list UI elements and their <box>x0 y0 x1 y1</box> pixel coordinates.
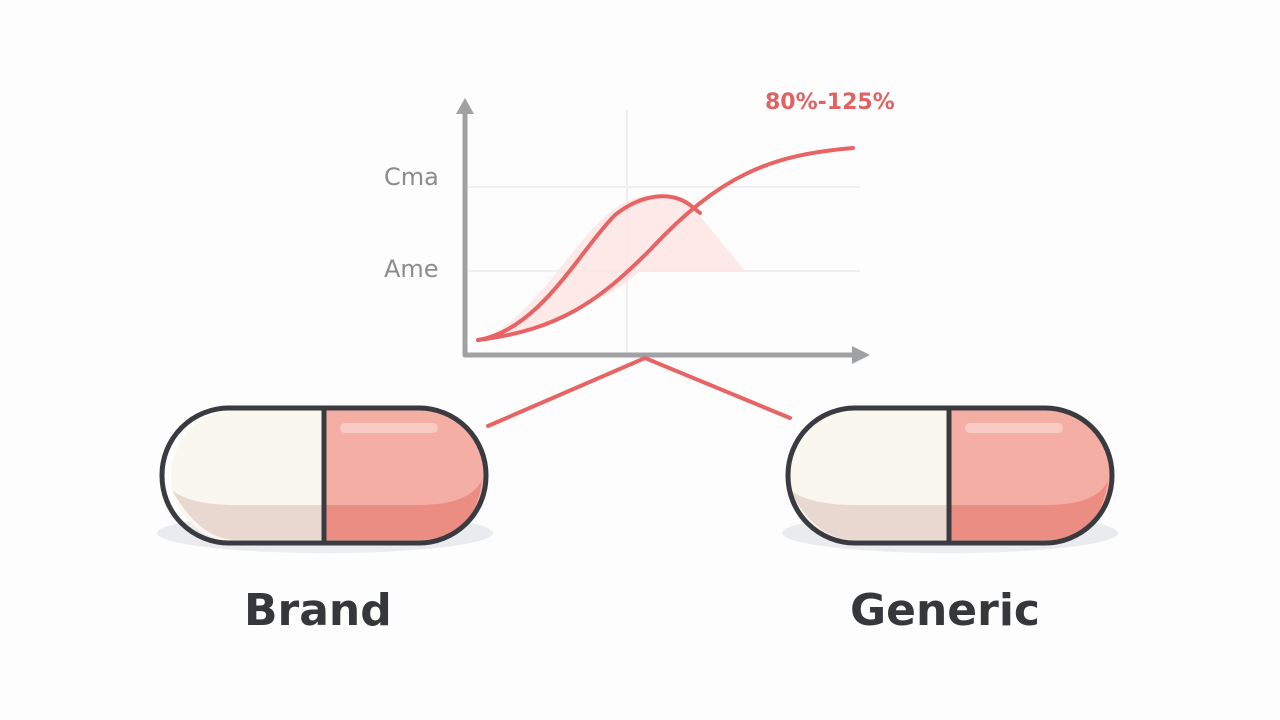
axes <box>462 109 858 358</box>
brand-label: Brand <box>244 585 392 636</box>
shaded-area <box>478 194 745 340</box>
bioequivalence-range-label: 80%-125% <box>765 90 895 115</box>
curves <box>476 146 855 428</box>
y-axis-arrow-icon <box>456 98 474 114</box>
x-axis-arrow-icon <box>852 346 870 364</box>
y-label-auc: Ame <box>384 255 439 283</box>
generic-label: Generic <box>850 585 1040 636</box>
generic-pill <box>782 405 1118 553</box>
brand-pill <box>157 405 493 553</box>
y-label-cmax: Cma <box>384 163 439 191</box>
